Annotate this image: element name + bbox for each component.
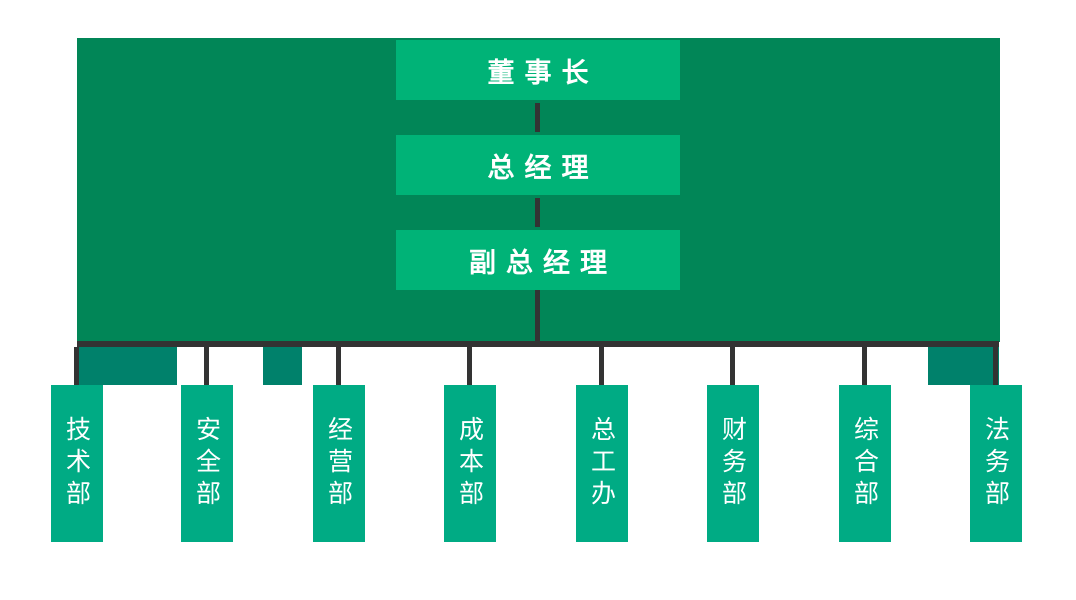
banner-notch-left	[77, 347, 177, 385]
dept-box-technology: 技术部	[51, 385, 103, 542]
connector-drop-line	[74, 347, 79, 385]
dept-label: 财务部	[718, 415, 748, 512]
dept-column-finance: 财务部	[707, 347, 759, 542]
connector-drop-line	[336, 347, 341, 385]
dept-label: 法务部	[981, 415, 1011, 512]
dept-box-operations: 经营部	[313, 385, 365, 542]
dept-box-legal: 法务部	[970, 385, 1022, 542]
connector-drop-line	[862, 347, 867, 385]
dept-label: 经营部	[324, 415, 354, 512]
banner-notch-right	[928, 347, 999, 385]
dept-label: 综合部	[850, 415, 880, 512]
dept-box-cost: 成本部	[444, 385, 496, 542]
connector-gm-deputy	[535, 198, 540, 227]
connector-drop-line	[730, 347, 735, 385]
connector-drop-line	[204, 347, 209, 385]
dept-label: 技术部	[62, 415, 92, 512]
connector-drop-line	[599, 347, 604, 385]
dept-column-general-affairs: 综合部	[839, 347, 891, 542]
dept-column-chief-engineer-office: 总工办	[576, 347, 628, 542]
dept-column-legal: 法务部	[970, 347, 1022, 542]
dept-column-safety: 安全部	[181, 347, 233, 542]
dept-label: 成本部	[455, 415, 485, 512]
node-general-manager-label: 总经理	[487, 152, 599, 184]
dept-box-safety: 安全部	[181, 385, 233, 542]
banner-notch-middle	[263, 347, 302, 385]
connector-drop-line	[467, 347, 472, 385]
dept-label: 安全部	[192, 415, 222, 512]
connector-horizontal-rail	[77, 341, 999, 347]
connector-chairman-gm	[535, 103, 540, 132]
node-general-manager: 总经理	[396, 135, 680, 195]
dept-box-general-affairs: 综合部	[839, 385, 891, 542]
connector-deputy-rail	[535, 290, 540, 342]
node-chairman: 董事长	[396, 40, 680, 100]
dept-column-operations: 经营部	[313, 347, 365, 542]
dept-label: 总工办	[587, 415, 617, 512]
dept-box-chief-engineer-office: 总工办	[576, 385, 628, 542]
dept-column-cost: 成本部	[444, 347, 496, 542]
dept-box-finance: 财务部	[707, 385, 759, 542]
dept-column-technology: 技术部	[51, 347, 103, 542]
connector-drop-line	[993, 347, 998, 385]
node-chairman-label: 董事长	[487, 57, 599, 89]
node-deputy-general-manager-label: 副总经理	[469, 247, 617, 279]
node-deputy-general-manager: 副总经理	[396, 230, 680, 290]
